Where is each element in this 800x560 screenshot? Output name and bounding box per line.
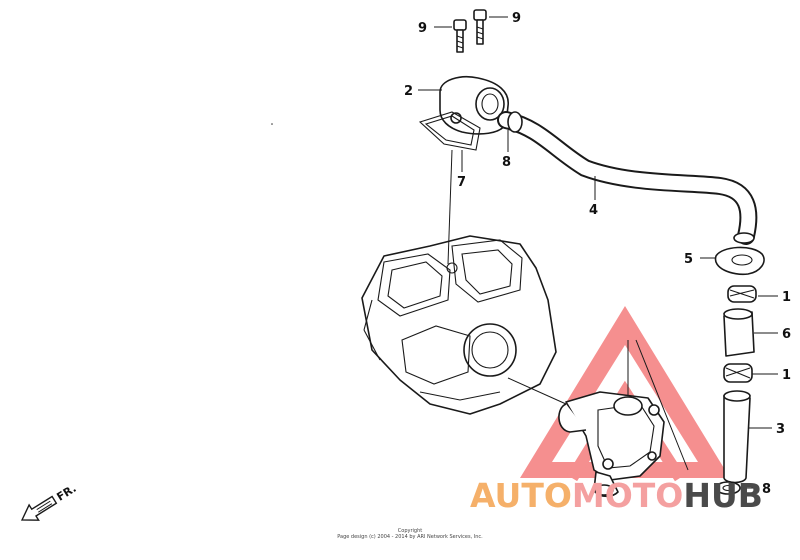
callout-8-top: 8 [502,155,511,170]
reed-valve-cover [439,76,509,135]
bolt-right [473,9,487,45]
callout-7: 7 [457,175,466,190]
callout-9-right: 9 [512,11,521,26]
lower-hose [723,390,751,484]
callout-1-lower: 1 [782,368,791,383]
copyright-notice: Copyright Page design (c) 2004 - 2014 by… [300,528,520,540]
copyright-line-2: Page design (c) 2004 - 2014 by ARI Netwo… [337,534,483,540]
engine-block [361,235,557,415]
watermark-moto: MOTO [571,476,684,515]
watermark-auto: AUTO [470,476,572,515]
joint-plate [714,246,765,276]
callout-6: 6 [782,327,791,342]
callout-3: 3 [776,422,785,437]
callout-8-bottom: 8 [762,482,771,497]
copyright-line-1: Copyright [397,528,423,534]
callout-1-upper: 1 [782,290,791,305]
watermark-text: AUTOMOTOHUB [470,476,800,515]
callout-2: 2 [404,84,413,99]
scan-dot [271,123,273,125]
front-direction-arrow: FR. [20,482,79,521]
cover-gasket [418,111,481,151]
air-hose [497,111,758,245]
hose-joint [723,308,755,357]
leader-lines [418,16,778,489]
bolt-left [453,19,467,53]
air-injection-valve [558,391,665,498]
front-label: FR. [54,482,78,504]
hose-clamp-upper [727,285,757,303]
callout-5: 5 [684,252,693,267]
callout-4: 4 [589,203,598,218]
hose-clamp-lower [723,363,753,383]
watermark-hub: HUB [683,476,763,515]
callout-9-left: 9 [418,21,427,36]
